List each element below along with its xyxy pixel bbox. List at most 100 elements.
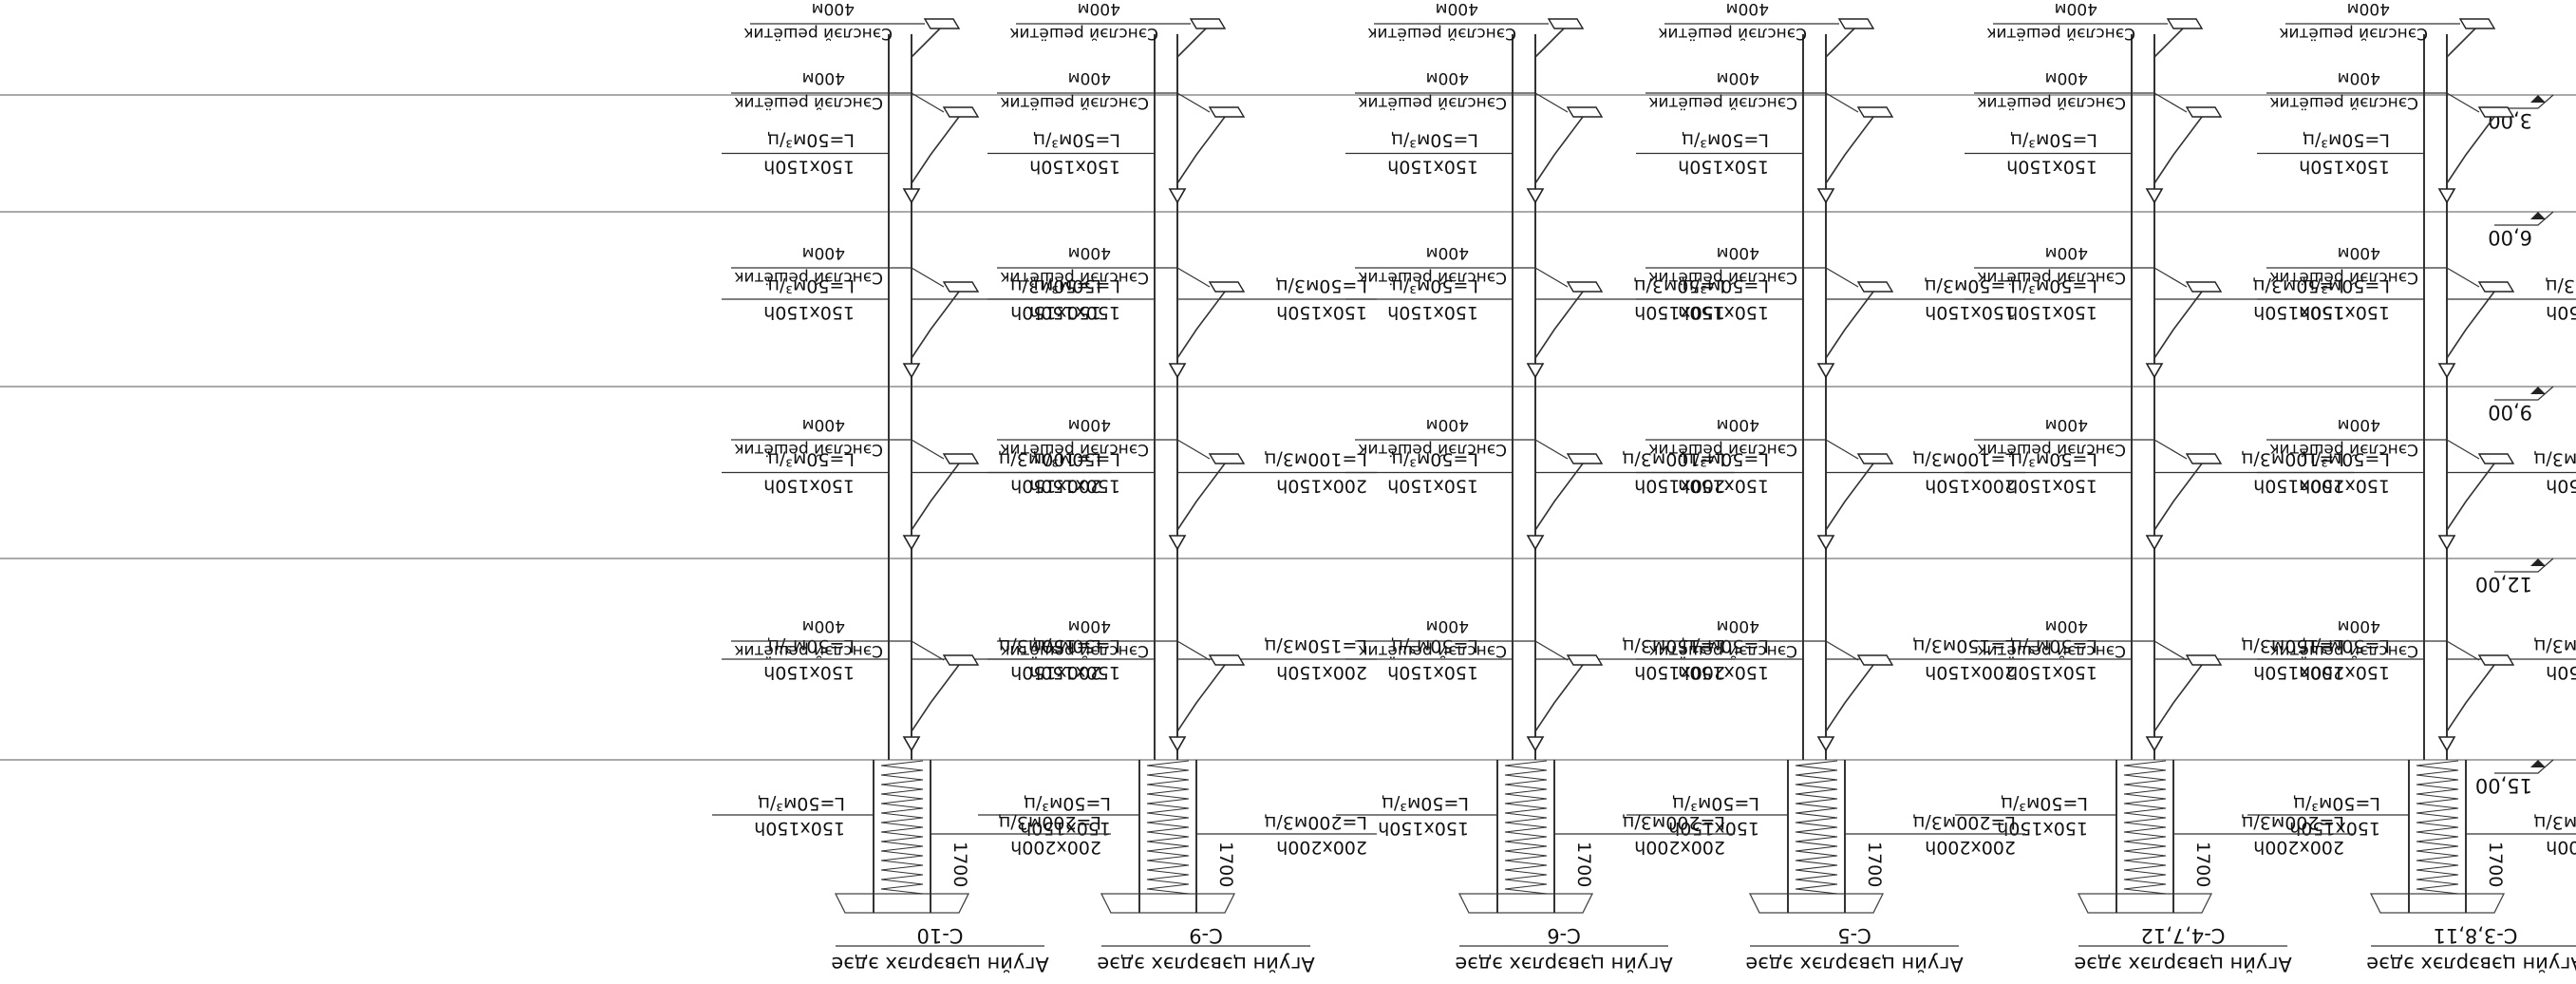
branch-flow: L=150м3/ц (2241, 635, 2344, 656)
grille-label: Сэнслэй решётик (1358, 93, 1507, 112)
branch-duct (1176, 463, 1226, 531)
riser-size: 200х200h (1010, 837, 1101, 858)
branch-duct (1176, 291, 1226, 359)
branch-size: 150х150h (2006, 476, 2097, 497)
riser-group: Агуйн цэвэрлэх эдэеС-101700150х150hL=50м… (712, 0, 1111, 975)
branch-size: 150х150h (2299, 157, 2390, 178)
branch-duct (2446, 28, 2476, 95)
branch-flow: L=50м³/ц (2010, 449, 2097, 470)
grille-size: 400м (1717, 68, 1759, 87)
leader (1176, 640, 1211, 661)
branch-flow: L=50м³/ц (1033, 275, 1120, 296)
level-mark: 12,00 (2475, 558, 2554, 596)
branch-size: 150х150h (2546, 302, 2576, 323)
grille-size: 400м (1426, 68, 1469, 87)
valve-icon (1168, 535, 1187, 551)
grille-icon (1547, 18, 1585, 29)
grille-label: Сэнслэй решётик (734, 440, 883, 459)
branch-duct (2153, 28, 2184, 95)
branch-flow: L=150м3/ц (998, 635, 1101, 656)
level-value: 15,00 (2475, 774, 2532, 797)
branch-duct (2153, 116, 2203, 184)
branch-duct (1825, 116, 1874, 184)
shaft-spring (880, 760, 924, 895)
branch-size: 150х150h (763, 476, 855, 497)
grille-size: 400м (1436, 0, 1478, 18)
leader (1825, 640, 1859, 661)
branch-size: 150х150h (2299, 302, 2390, 323)
valve-icon (1526, 736, 1545, 752)
branch-size: 150х150h (2006, 157, 2097, 178)
leader (2446, 640, 2480, 661)
valve-icon (902, 535, 921, 551)
branch-flow: L=50м³/ц (767, 275, 855, 296)
grille-size: 400м (2338, 68, 2380, 87)
riser-flow: L=200м3/ц (998, 812, 1101, 833)
grille-size: 400м (2055, 0, 2097, 18)
shaft-spring (1504, 760, 1548, 895)
branch-size: 150х150h (1029, 476, 1120, 497)
grille-label: Сэнслэй решётик (1986, 24, 2135, 43)
column-subtitle: Агуйн цэвэрлэх эдэе (831, 953, 1048, 975)
grille-label: Сэнслэй решётик (1977, 93, 2126, 112)
valve-icon (1816, 363, 1835, 379)
grille-label: Сэнслэй решётик (2269, 268, 2418, 287)
grille-label: Сэнслэй решётик (2269, 93, 2418, 112)
shaft-height: 1700 (2485, 842, 2506, 887)
grille-label: Сэнслэй решётик (2279, 24, 2428, 43)
grille-size: 400м (1068, 243, 1111, 262)
branch-size: 150х150h (1678, 662, 1769, 683)
branch-duct (1176, 28, 1207, 95)
grille-icon (942, 654, 980, 666)
grille-icon (2458, 18, 2496, 29)
branch-size: 150х150h (1029, 662, 1120, 683)
branch-size: 150х150h (1634, 302, 1725, 323)
branch-size: 200х150h (1925, 662, 2016, 683)
leader (1825, 92, 1859, 113)
branch-size: 150х150h (2006, 662, 2097, 683)
branch-size: 150х150h (2006, 302, 2097, 323)
grille-size: 400м (1426, 243, 1469, 262)
branch-duct (1176, 116, 1226, 184)
grille-size: 400м (1717, 243, 1759, 262)
valve-icon (902, 736, 921, 752)
shaft-height: 1700 (2192, 842, 2213, 887)
valve-icon (1168, 736, 1187, 752)
leader (911, 267, 945, 288)
leader (911, 439, 945, 460)
leader (2446, 267, 2480, 288)
branch-duct (1534, 116, 1584, 184)
branch-flow: L=50м³/ц (767, 130, 855, 151)
riser-group: Агуйн цэвэрлэх эдэеС-91700150х150hL=50м³… (978, 0, 1377, 975)
branch-flow: L=150м3/ц (1264, 635, 1367, 656)
shaft-base (834, 893, 970, 914)
level-mark: 3,00 (2488, 94, 2554, 132)
branch-flow: L=100м3/ц (1912, 449, 2016, 470)
branch-flow: L=150м3/ц (1912, 635, 2016, 656)
valve-icon (902, 363, 921, 379)
grille-label: Сэнслэй решётик (743, 24, 893, 43)
column-subtitle: Агуйн цэвэрлэх эдэе (2074, 953, 2291, 975)
grille-size: 400м (802, 68, 845, 87)
grille-icon (2185, 453, 2223, 464)
riser-flow: L=50м³/ц (2001, 793, 2088, 814)
valve-icon (1168, 363, 1187, 379)
valve-icon (902, 188, 921, 204)
leader (1176, 92, 1211, 113)
branch-flow: L=50м³/ц (1391, 130, 1478, 151)
column-title: С-5 (1837, 924, 1871, 947)
branch-size: 200х150h (2546, 476, 2576, 497)
branch-size: 150х150h (2253, 302, 2344, 323)
branch-flow: L=100м3/ц (998, 449, 1101, 470)
riser-flow: L=200м3/ц (1622, 812, 1725, 833)
grille-size: 400м (1717, 616, 1759, 635)
riser-group: Агуйн цэвэрлэх эдэеС-51700150х150hL=50м³… (1626, 0, 2025, 975)
grille-label: Сэнслэй решётик (1658, 24, 1807, 43)
grille-size: 400м (1426, 415, 1469, 434)
level-mark: 6,00 (2488, 211, 2554, 249)
riser-flow: L=50м³/ц (1672, 793, 1759, 814)
branch-flow: L=50м³/ц (2303, 449, 2390, 470)
level-value: 12,00 (2475, 573, 2532, 596)
shaft-height: 1700 (950, 842, 970, 887)
branch-duct (2153, 291, 2203, 359)
